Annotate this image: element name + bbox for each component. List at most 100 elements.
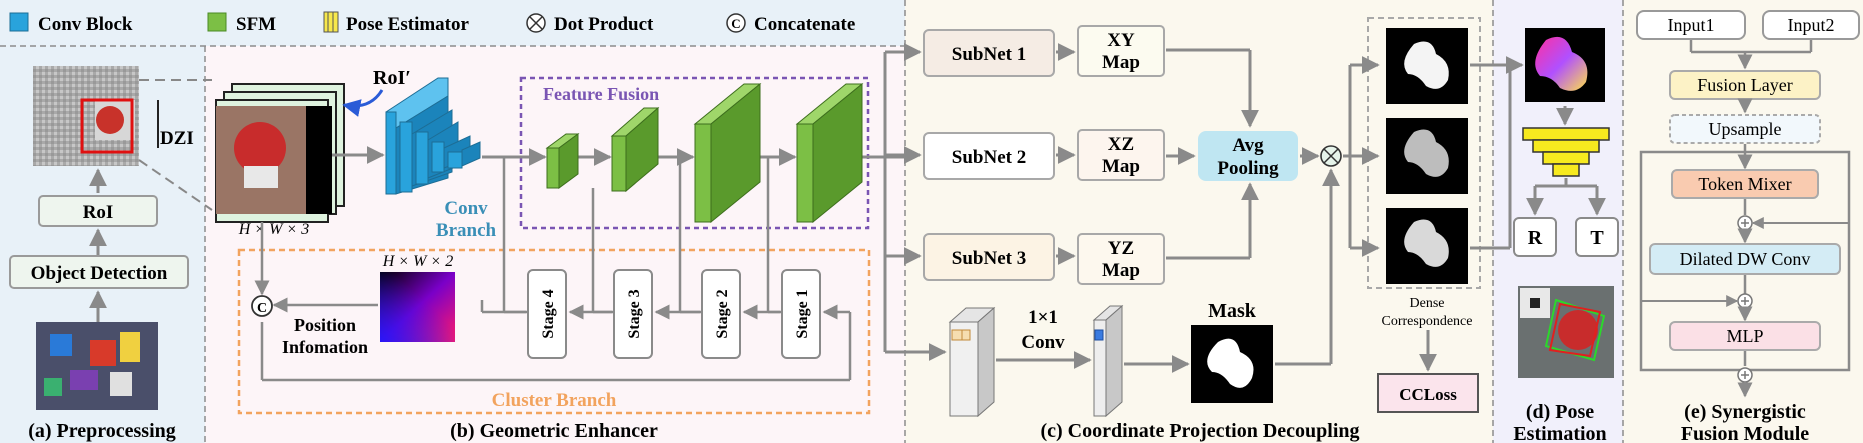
stage-boxes: Stage 4 Stage 3 Stage 2 Stage 1 [527,269,821,359]
svg-text:R: R [1528,227,1543,249]
avg-pooling-box [1198,131,1298,181]
svg-text:Map: Map [1102,156,1140,177]
svg-text:C: C [257,301,267,316]
mask-label: Mask [1208,300,1257,322]
sfm-swatch [207,12,227,32]
pose-result-image [1518,286,1614,378]
conv-branch-label: Conv [444,198,488,219]
geometric-enhancer: H × W × 3 RoI′ Conv Branch Feature Fusio… [215,67,905,442]
ccloss-box [1377,373,1479,413]
svg-text:Object Detection: Object Detection [31,263,168,284]
upsample-box [1669,114,1821,144]
legend-pose-estimator: Pose Estimator [346,14,470,35]
stage-3: Stage 3 [626,289,643,338]
mask-image [1191,325,1273,403]
heatmap-image [1525,28,1605,102]
conv-block-swatch [9,12,29,32]
svg-text:RoI: RoI [83,202,114,223]
svg-text:Estimation: Estimation [1513,423,1606,443]
roi-prime-label: RoI′ [373,67,411,89]
t-box [1575,217,1619,257]
pose-estimator-block [1522,127,1610,177]
feature-fusion-label: Feature Fusion [543,84,659,104]
input2-box [1762,10,1860,40]
stage-4: Stage 4 [540,289,557,338]
legend-dot-product: Dot Product [554,14,654,35]
svg-text:Map: Map [1102,260,1140,281]
dense-correspondence-box [1367,17,1481,289]
svg-text:Fusion Module: Fusion Module [1681,423,1809,443]
svg-text:Token Mixer: Token Mixer [1698,174,1791,194]
r-box [1513,217,1557,257]
svg-text:Infomation: Infomation [282,337,368,357]
input1-box [1636,10,1746,40]
roi-box-label [38,195,158,227]
legend-sfm: SFM [236,14,276,35]
roi-box [80,98,134,154]
conv-branch-blocks [385,77,481,195]
zoomed-crop-image [33,66,139,166]
input-stack [215,83,345,223]
conv1x1-output-map [1092,304,1124,418]
pose-estimation: R T (d) Pose Estimation [1470,28,1619,443]
legend: Conv Block SFM Pose Estimator Dot Produc… [9,11,855,35]
svg-text:Dilated DW Conv: Dilated DW Conv [1680,249,1811,269]
object-detection-box [9,255,189,289]
correspondence-images [1386,28,1468,284]
caption-e: (e) Synergistic [1684,401,1806,423]
svg-text:T: T [1590,227,1604,249]
dilated-dw-conv-box [1649,243,1841,275]
sfm-blocks [545,82,864,224]
legend-conv-block: Conv Block [38,14,133,35]
caption-c: (c) Coordinate Projection Decoupling [1040,420,1359,442]
svg-text:Map: Map [1102,52,1140,73]
subnet-3: SubNet 3 [952,248,1026,269]
scene-image [36,322,158,410]
coordinate-projection-decoupling: SubNet 1 SubNet 2 SubNet 3 XY Map XZ Map… [883,17,1481,442]
token-mixer-box [1671,169,1819,199]
stage-2: Stage 2 [714,289,731,338]
subnet-boxes: SubNet 1 SubNet 2 SubNet 3 [923,29,1055,281]
subnet-2: SubNet 2 [952,147,1026,168]
svg-text:Upsample: Upsample [1709,119,1782,139]
concatenate-icon [726,13,746,33]
svg-text:Conv: Conv [1021,332,1065,353]
cluster-branch-label: Cluster Branch [492,390,617,411]
input-dims-label: H × W × 3 [238,221,309,238]
synergistic-fusion-module: Input1 Input2 Fusion Layer Upsample Toke… [1636,10,1860,443]
svg-text:Branch: Branch [436,220,497,241]
svg-text:Correspondence: Correspondence [1382,314,1473,329]
caption-d: (d) Pose [1526,401,1594,423]
cluster-branch-box [237,248,871,415]
stage-1: Stage 1 [794,289,811,338]
svg-text:Fusion Layer: Fusion Layer [1697,75,1792,95]
feature-fusion-box [519,76,870,230]
yz-map: YZ [1108,238,1134,259]
dzi-label: DZI [160,128,194,149]
position-info-label: Position [294,315,356,335]
svg-text:C: C [731,16,740,31]
legend-panel [0,0,905,46]
caption-a: (a) Preprocessing [28,420,176,442]
preprocessing: DZI RoI Object Detection (a) Preprocessi… [9,66,213,442]
svg-text:Pooling: Pooling [1217,158,1279,179]
subnet-1: SubNet 1 [952,44,1026,65]
concat-circle [251,295,273,317]
xy-map: XY [1107,30,1135,51]
map-boxes: XY Map XZ Map YZ Map [1077,25,1165,285]
legend-concatenate: Concatenate [754,14,855,35]
svg-text:Avg: Avg [1232,135,1264,156]
conv-feature-map [948,306,996,418]
conv1x1-label: 1×1 [1028,307,1058,328]
mlp-box [1669,321,1821,351]
svg-text:CCLoss: CCLoss [1399,385,1457,404]
pos-dims-label: H × W × 2 [382,253,453,270]
position-info-map [380,272,455,342]
svg-text:MLP: MLP [1726,326,1763,346]
dense-correspondence-label: Dense [1410,296,1445,311]
svg-text:Input1: Input1 [1668,15,1715,35]
xz-map: XZ [1108,134,1134,155]
caption-b: (b) Geometric Enhancer [450,420,658,442]
pose-estimator-swatch [323,11,339,33]
